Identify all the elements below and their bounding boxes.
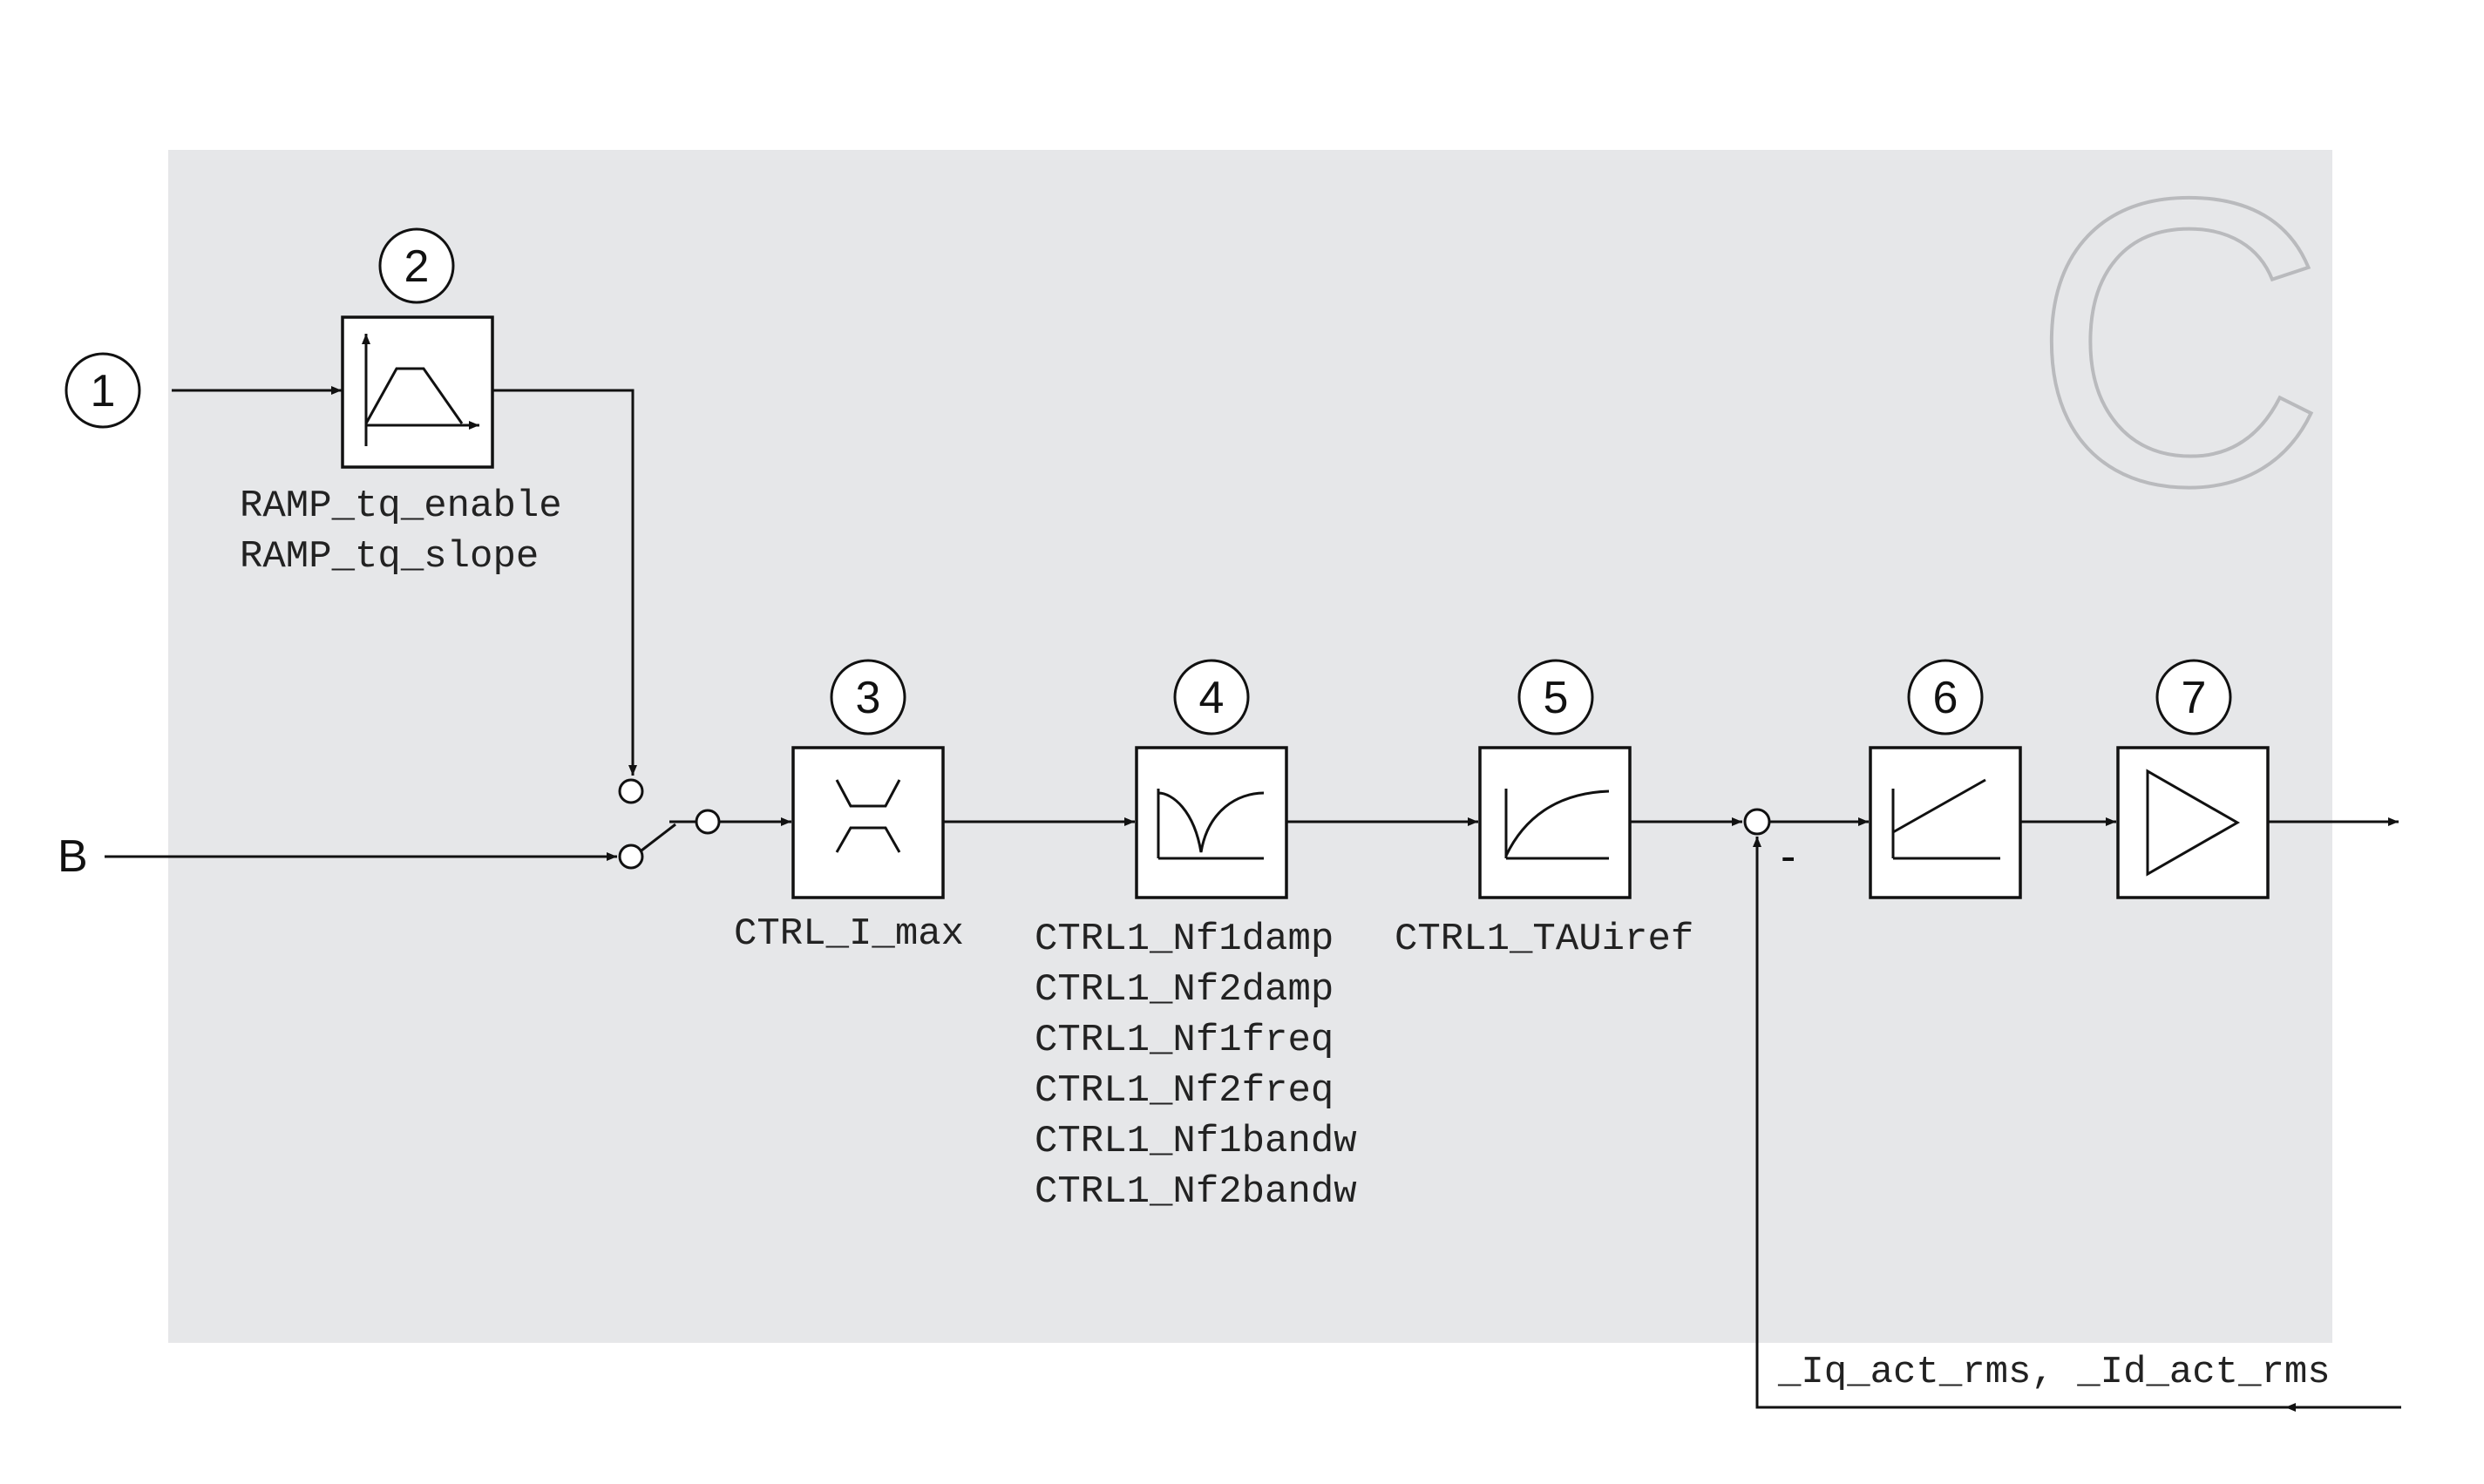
- param-nf2freq: CTRL1_Nf2freq: [1035, 1069, 1334, 1113]
- wire-ramp-to-switch: [492, 389, 637, 776]
- svg-text:7: 7: [2182, 673, 2207, 723]
- marker-6: 6: [1907, 659, 1984, 735]
- lowpass-filter-block: [1478, 746, 1632, 899]
- current-limit-icon: [835, 779, 901, 853]
- pi-controller-icon: [1891, 778, 2000, 860]
- marker-4: 4: [1173, 659, 1250, 735]
- ramp-icon: [362, 334, 479, 446]
- current-limit-block: [791, 746, 945, 899]
- ramp-block: [341, 315, 494, 469]
- param-ctrl-i-max: CTRL_I_max: [734, 912, 964, 956]
- lowpass-filter-icon: [1504, 789, 1610, 860]
- svg-text:2: 2: [404, 241, 430, 292]
- svg-text:4: 4: [1199, 673, 1225, 723]
- pi-controller-block: [1869, 746, 2022, 899]
- param-nf2damp: CTRL1_Nf2damp: [1035, 968, 1334, 1012]
- param-ctrl1-tauiref: CTRL1_TAUiref: [1395, 918, 1693, 961]
- marker-2: 2: [378, 227, 455, 304]
- amplifier-icon: [2146, 769, 2241, 877]
- svg-text:5: 5: [1544, 673, 1569, 723]
- region-label: C: [2031, 113, 2326, 571]
- marker-3: 3: [830, 659, 906, 735]
- wire-feedback: [1753, 837, 2287, 1409]
- svg-text:1: 1: [91, 366, 116, 417]
- amplifier-block: [2116, 746, 2270, 899]
- svg-text:3: 3: [856, 673, 881, 723]
- param-nf2bandw: CTRL1_Nf2bandw: [1035, 1170, 1357, 1214]
- input-b-label: B: [58, 831, 88, 882]
- param-nf1freq: CTRL1_Nf1freq: [1035, 1019, 1334, 1062]
- param-nf1damp: CTRL1_Nf1damp: [1035, 918, 1334, 961]
- marker-7: 7: [2155, 659, 2232, 735]
- summing-junction: [1743, 808, 1771, 836]
- selector-switch: [618, 778, 721, 870]
- marker-1: 1: [64, 352, 141, 429]
- notch-filter-icon: [1157, 789, 1265, 860]
- param-ramp-tq-enable: RAMP_tq_enable: [240, 485, 562, 528]
- marker-5: 5: [1517, 659, 1594, 735]
- feedback-sign: -: [1781, 831, 1795, 882]
- feedback-signal-label: _Iq_act_rms, _Id_act_rms: [1777, 1351, 2331, 1394]
- param-ramp-tq-slope: RAMP_tq_slope: [240, 535, 539, 579]
- param-nf1bandw: CTRL1_Nf1bandw: [1035, 1120, 1357, 1163]
- notch-filter-block: [1135, 746, 1288, 899]
- svg-text:6: 6: [1933, 673, 1958, 723]
